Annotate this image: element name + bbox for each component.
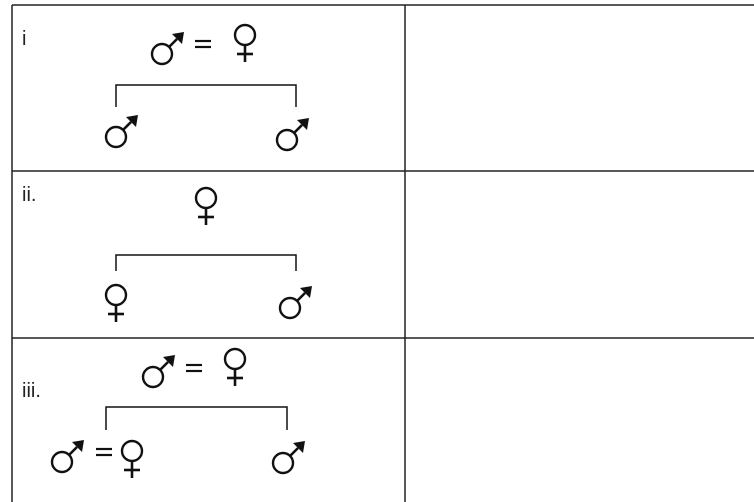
row-label-i: i bbox=[22, 28, 26, 50]
parents-row-i bbox=[150, 23, 257, 66]
mating-line-icon bbox=[94, 447, 114, 457]
female-symbol-icon bbox=[223, 347, 247, 388]
row-label-ii: ii. bbox=[22, 184, 36, 206]
male-symbol-icon bbox=[271, 439, 307, 475]
offspring-row-i bbox=[104, 113, 311, 152]
mating-line-icon bbox=[184, 363, 204, 373]
male-symbol-icon bbox=[278, 284, 314, 320]
male-symbol-icon bbox=[104, 113, 140, 149]
female-symbol-icon bbox=[194, 186, 218, 227]
female-symbol-icon bbox=[233, 23, 257, 64]
table-grid bbox=[11, 4, 754, 502]
female-symbol-icon bbox=[120, 439, 144, 480]
sibship-line bbox=[115, 254, 297, 271]
answer-cell-ii[interactable] bbox=[406, 172, 753, 337]
sibship-line bbox=[105, 406, 288, 430]
parents-row-iii bbox=[141, 347, 247, 389]
row-ii: ii. bbox=[22, 172, 753, 337]
male-symbol-icon bbox=[50, 438, 86, 474]
row-label-iii: iii. bbox=[22, 380, 41, 402]
male-symbol-icon bbox=[275, 116, 311, 152]
male-symbol-icon bbox=[150, 30, 186, 66]
female-symbol-icon bbox=[104, 283, 128, 324]
answer-cell-i[interactable] bbox=[406, 6, 753, 170]
row-i: i bbox=[22, 6, 753, 170]
mating-line-icon bbox=[193, 39, 213, 49]
answer-cell-iii[interactable] bbox=[406, 339, 753, 501]
offspring-row-ii bbox=[104, 283, 314, 324]
sibship-line bbox=[115, 84, 297, 107]
offspring-row-iii bbox=[50, 438, 307, 480]
row-iii: iii. bbox=[22, 339, 753, 501]
parents-row-ii bbox=[194, 186, 218, 227]
male-symbol-icon bbox=[141, 353, 177, 389]
